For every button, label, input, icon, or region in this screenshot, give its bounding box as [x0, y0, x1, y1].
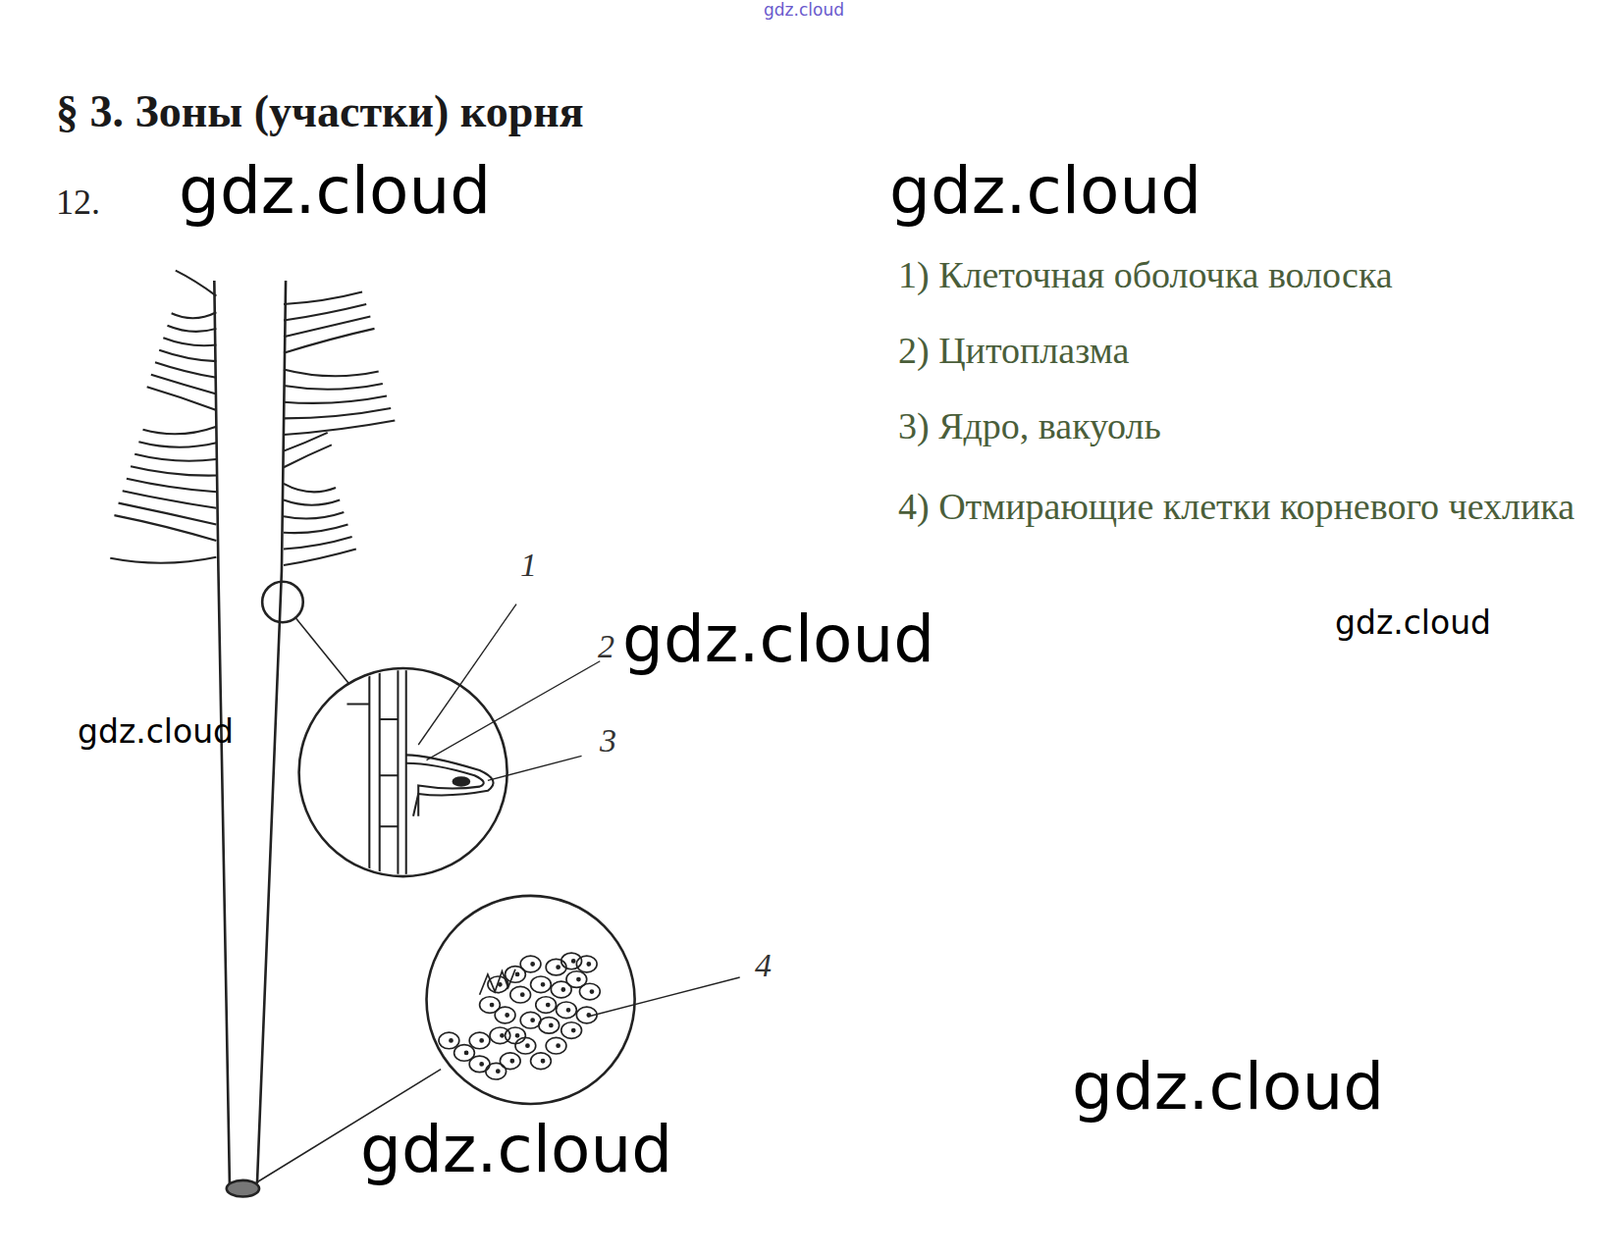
magnified-hair-circle: [299, 668, 508, 877]
magnified-cap-circle: [426, 896, 636, 1105]
callout-number: 1: [520, 546, 537, 585]
answer-item: 3) Ядро, вакуоль: [898, 404, 1162, 448]
watermark: gdz.cloud: [622, 601, 935, 678]
callout-number: 2: [597, 628, 615, 666]
root-cap: [226, 1180, 260, 1198]
root-hairs: [109, 270, 395, 566]
answer-item: 1) Клеточная оболочка волоска: [898, 253, 1393, 297]
zoom-marker: [262, 582, 304, 624]
watermark: gdz.cloud: [360, 1112, 673, 1188]
callout-number: 4: [754, 947, 772, 985]
watermark: gdz.cloud: [1071, 1049, 1385, 1125]
watermark: gdz.cloud: [1334, 603, 1492, 642]
callout-number: 3: [599, 722, 617, 760]
watermark: gdz.cloud: [77, 712, 234, 751]
page-title: § 3. Зоны (участки) корня: [55, 85, 585, 138]
root-edge: [257, 280, 286, 1184]
answer-item: 2) Цитоплазма: [898, 328, 1129, 373]
answer-item: 4) Отмирающие клетки корневого чехлика: [898, 469, 1576, 545]
watermark: gdz.cloud: [763, 0, 845, 20]
watermark: gdz.cloud: [889, 153, 1202, 229]
watermark: gdz.cloud: [178, 153, 491, 229]
task-number: 12.: [55, 181, 101, 223]
